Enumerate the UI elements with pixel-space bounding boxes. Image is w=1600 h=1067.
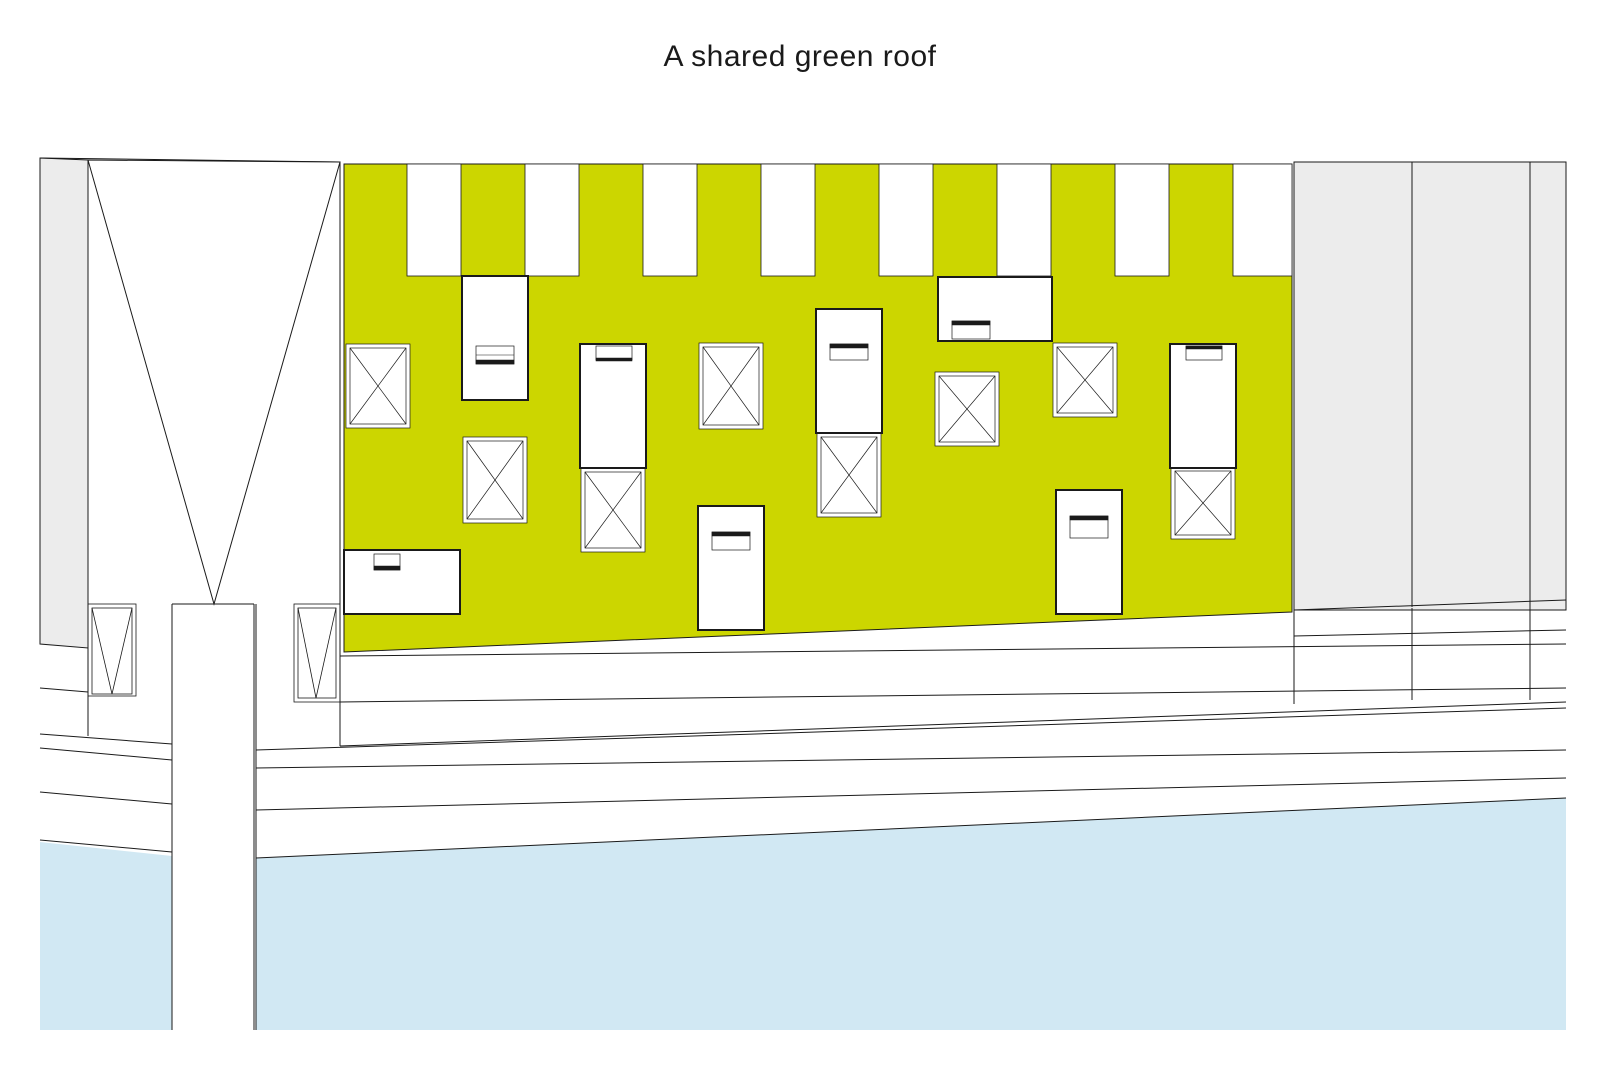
rooftop-house-8 [1055, 489, 1123, 615]
rooftop-houses [343, 275, 1237, 631]
terrace-cutouts [406, 163, 1293, 277]
left-neighbour-building [39, 157, 89, 649]
skylight-1 [345, 343, 411, 429]
small-triangles [87, 603, 341, 703]
triangular-roof [87, 159, 341, 606]
quay-walkway-lines [39, 157, 1567, 1030]
skylight-2 [462, 436, 528, 524]
right-neighbour-buildings [1293, 161, 1567, 611]
skylight-3 [580, 467, 646, 553]
skylight-6 [934, 371, 1000, 447]
rooftop-house-5 [1169, 343, 1237, 469]
rooftop-house-7 [697, 505, 765, 631]
skylight-8 [1170, 466, 1236, 540]
rooftop-house-2 [579, 343, 647, 469]
skylight-4 [698, 342, 764, 430]
skylight-5 [816, 432, 882, 518]
page-title: A shared green roof [663, 40, 937, 73]
rooftop-house-4 [937, 276, 1053, 342]
canal-water [40, 798, 1566, 1030]
skylight-7 [1052, 342, 1118, 418]
rooftop-house-1 [461, 275, 529, 401]
rooftop-house-3 [815, 308, 883, 434]
rooftop-house-6 [343, 549, 461, 615]
skylights [345, 342, 1236, 553]
